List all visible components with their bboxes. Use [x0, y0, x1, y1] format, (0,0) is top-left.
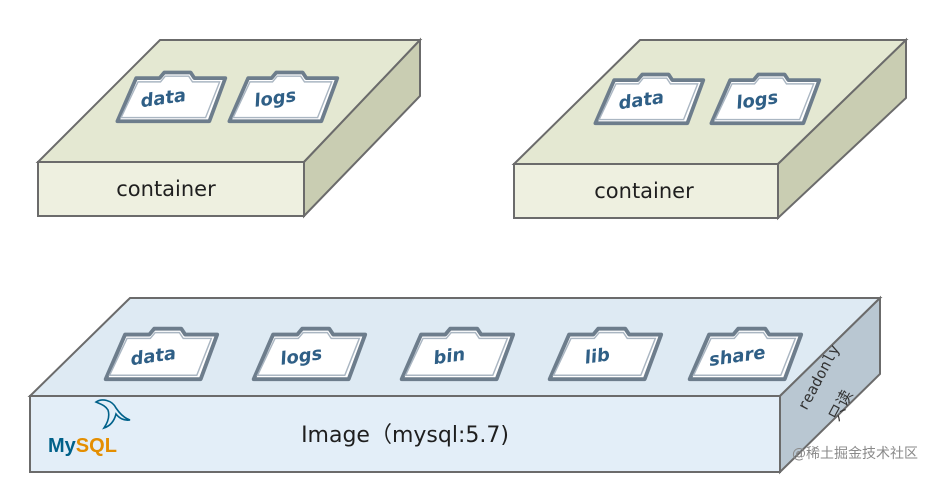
- mysql-logo-text: MySQL: [48, 435, 117, 457]
- folder-icon: data: [103, 326, 220, 382]
- container-1-label: container: [116, 177, 216, 201]
- folder-icon: share: [687, 326, 804, 382]
- watermark: @稀土掘金技术社区: [792, 446, 918, 462]
- folder-icon: lib: [547, 326, 664, 382]
- dolphin-icon: [94, 399, 131, 430]
- folder-icon: bin: [399, 326, 516, 382]
- container-box-1: container data logs: [35, 37, 423, 219]
- container-1-side: [303, 37, 421, 219]
- image-side: [779, 295, 881, 475]
- folder-icon: logs: [251, 326, 368, 382]
- image-box: Image（mysql:5.7) data logs bin lib share…: [27, 295, 883, 475]
- mysql-logo: MySQL: [48, 399, 131, 457]
- container-2-label: container: [594, 179, 694, 203]
- folder-icon: data: [115, 70, 228, 124]
- folder-label: bin: [432, 344, 466, 369]
- container-box-2: container data logs: [511, 37, 909, 221]
- folder-icon: data: [593, 72, 706, 126]
- image-label: Image（mysql:5.7): [301, 423, 509, 448]
- container-2-side: [777, 37, 907, 221]
- folder-icon: logs: [709, 72, 822, 126]
- folder-label: lib: [583, 344, 611, 368]
- folder-icon: logs: [227, 70, 340, 124]
